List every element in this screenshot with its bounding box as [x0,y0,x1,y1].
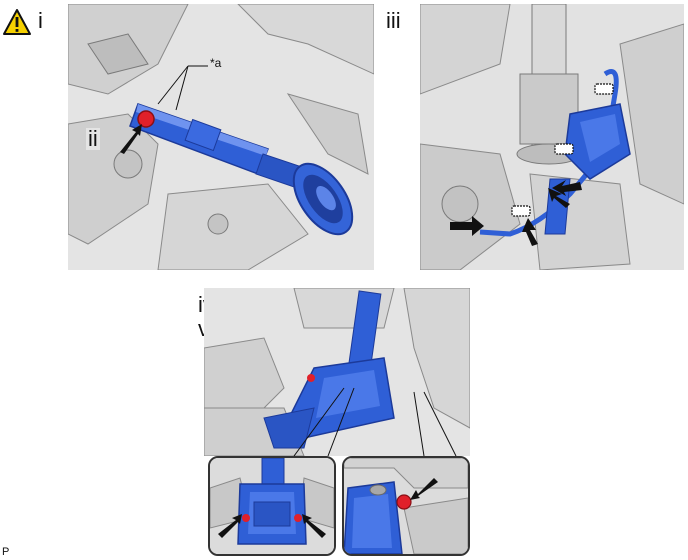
callout-a: *a [210,56,222,70]
bolt-highlight [137,110,155,128]
steering-column [263,290,395,449]
step-ii-label: ii [86,126,100,151]
step-i-label: i [38,8,43,33]
inset-right-drawing [344,458,468,554]
warning-triangle-icon [3,9,31,35]
step-v-label: v [198,318,209,340]
panel-column-removal [204,288,470,456]
arrow-indicator [120,124,142,154]
panel-1-drawing [68,4,374,270]
intermediate-shaft [129,103,354,236]
arrow-indicators [218,514,326,538]
panel-intermediate-shaft: *a ii [68,4,374,270]
panel-column-harness [420,4,684,270]
step-iii-label: iii [386,8,401,33]
figure-code: P [2,546,10,558]
panel-2-drawing [420,4,684,270]
inset-left-drawing [210,458,334,554]
arrow-indicator [410,478,438,500]
inset-lower-mount [208,456,336,556]
arrow-indicators [450,180,582,246]
inset-upper-bolt [342,456,470,556]
panel-3-drawing [204,288,470,456]
clamp-icon [511,83,614,217]
wire-harness [479,69,631,237]
